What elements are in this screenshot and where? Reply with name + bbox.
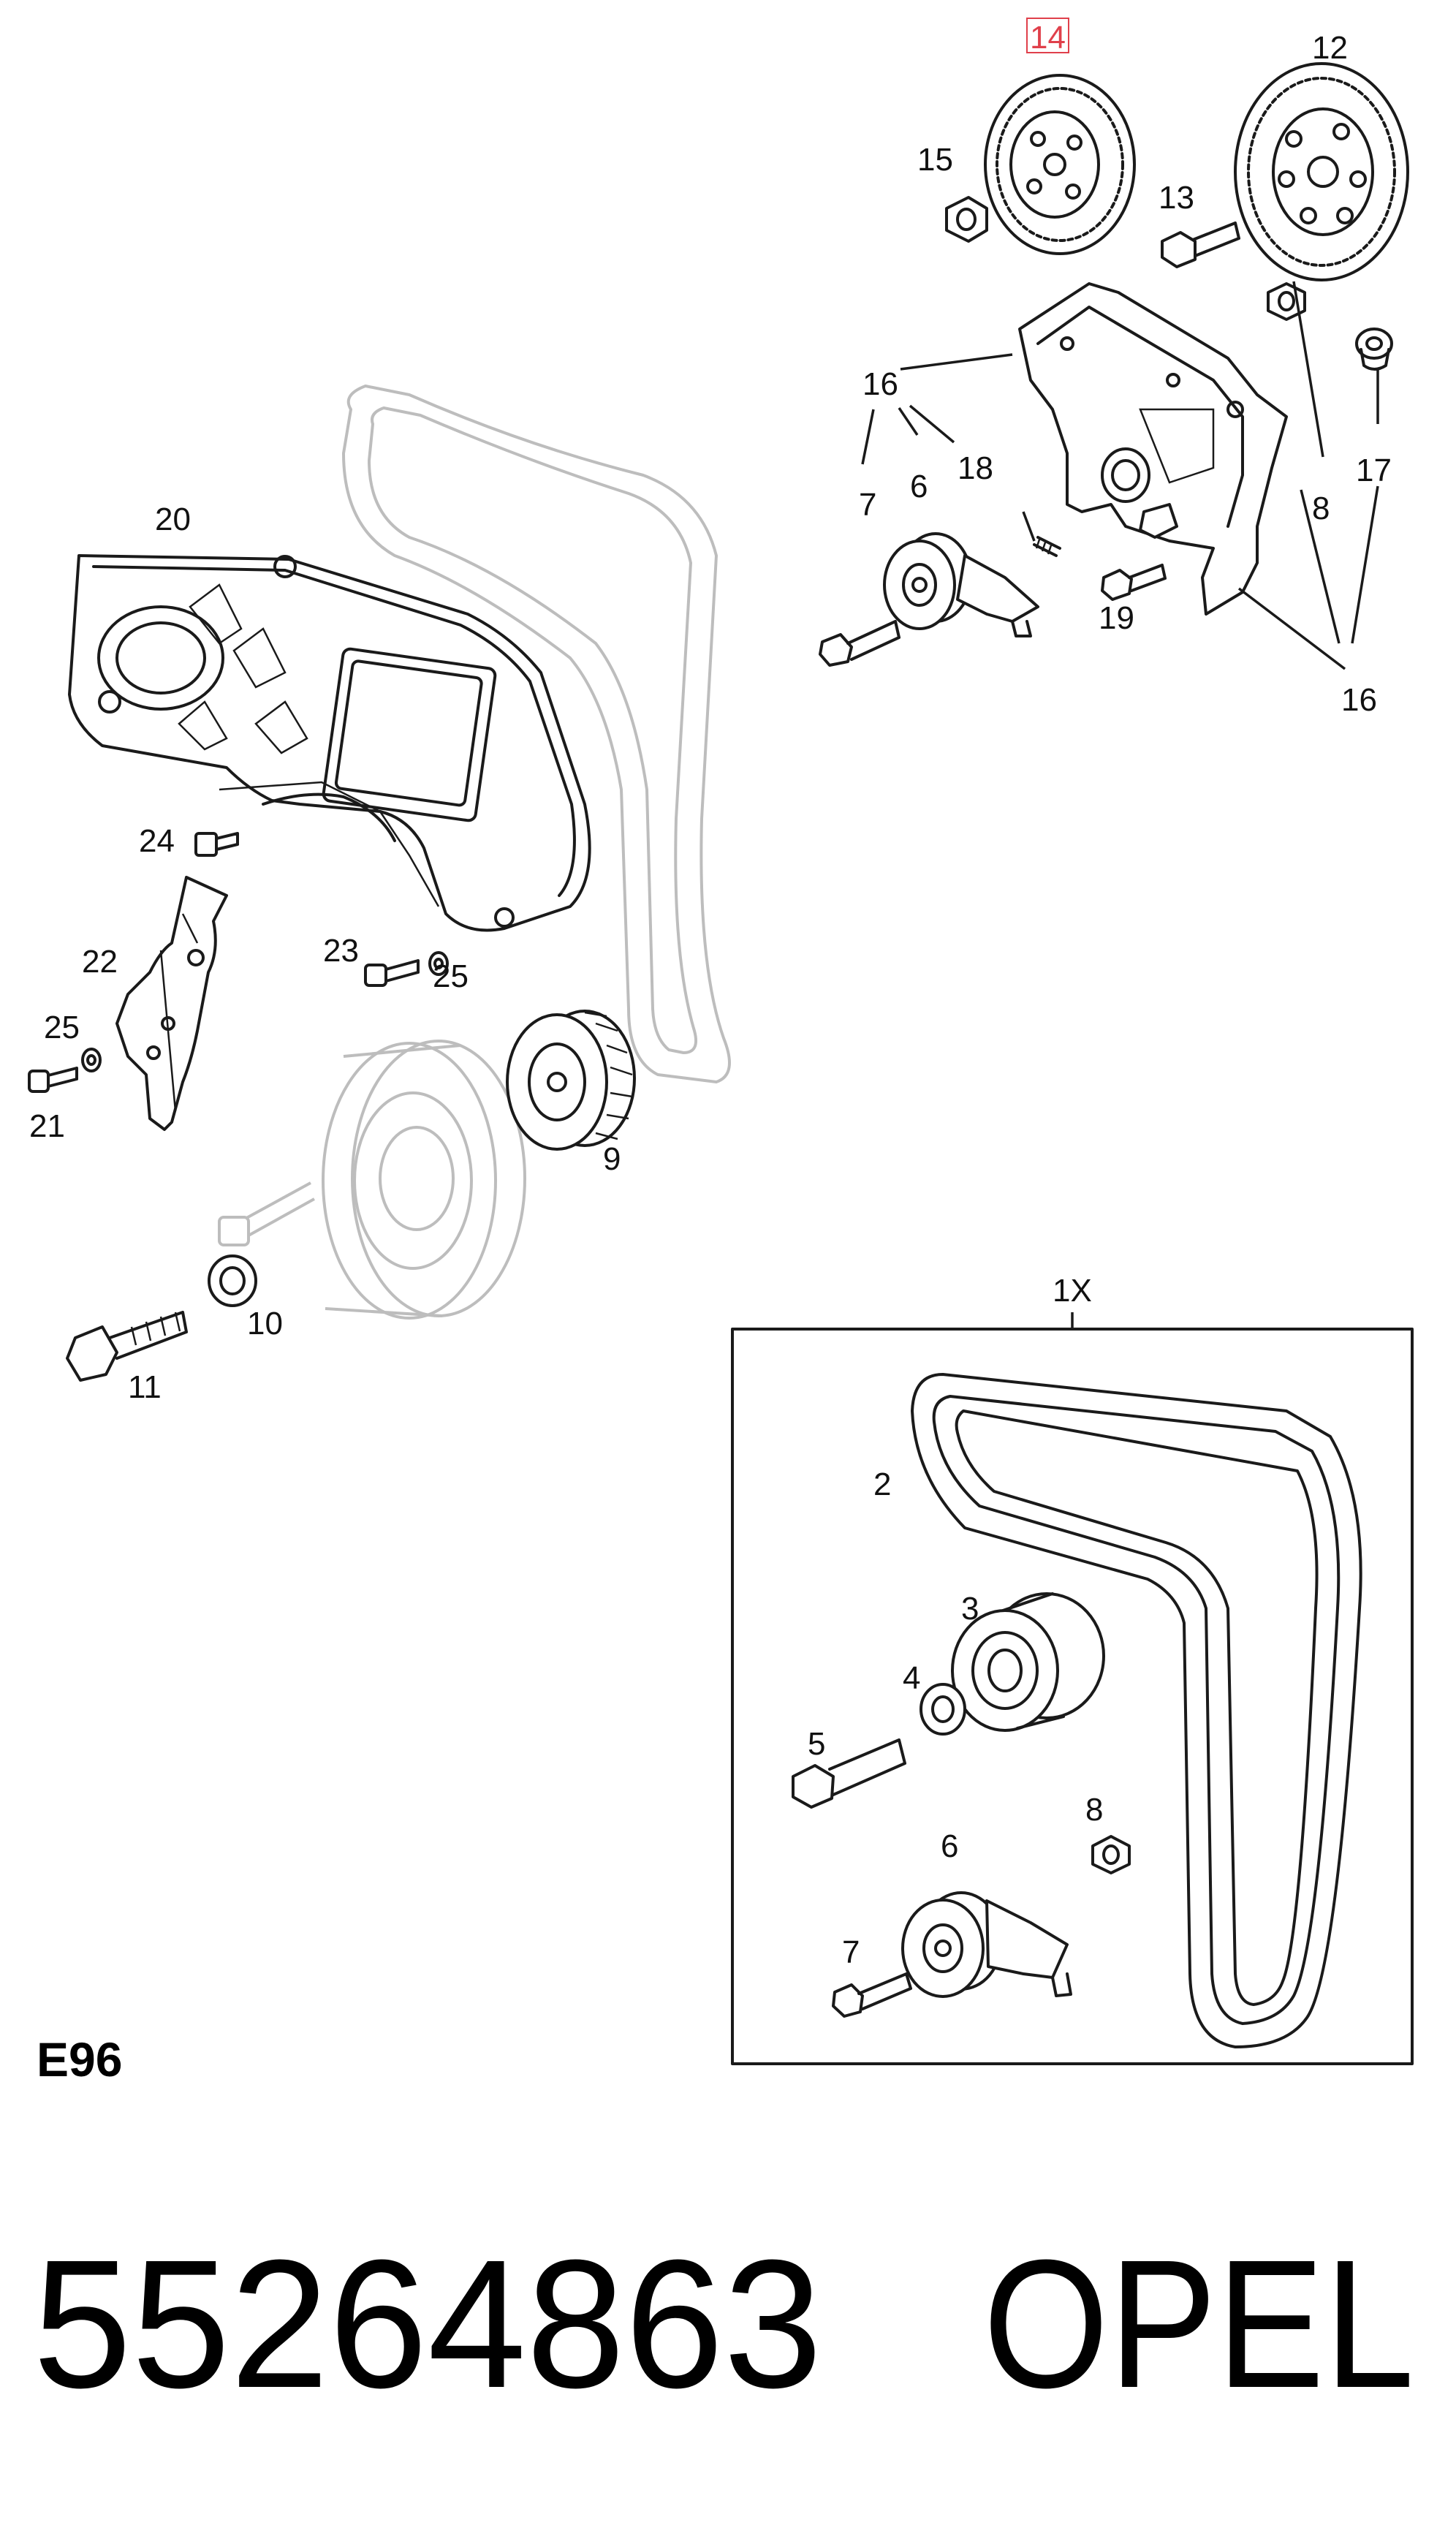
- callout-11: 11: [128, 1369, 162, 1405]
- brand-name: OPEL: [983, 2222, 1414, 2426]
- callout-25-right: 25: [433, 958, 469, 994]
- kit-label-1x: 1X: [1053, 1273, 1092, 1309]
- bolt-7-upper: [819, 620, 900, 667]
- screw-21: [28, 1067, 78, 1093]
- callout-13: 13: [1159, 180, 1194, 216]
- callout-20: 20: [155, 502, 191, 537]
- crankshaft-sprocket: [506, 1010, 636, 1151]
- callout-7-kit: 7: [842, 1934, 860, 1970]
- part-number: 55264863: [33, 2222, 822, 2426]
- highlight-box-14: [1026, 18, 1069, 53]
- crankshaft-bolt-11: [66, 1311, 188, 1382]
- callout-9: 9: [603, 1141, 621, 1177]
- screw-23: [364, 959, 420, 987]
- ghost-crankshaft-pulley: [322, 1040, 526, 1320]
- timing-belt-2: [911, 1373, 1362, 2048]
- bolt-5: [792, 1738, 906, 1809]
- leader-lines: [861, 281, 1379, 670]
- callout-6-upper: 6: [910, 469, 928, 504]
- tensioner-pulley-6-kit: [901, 1891, 1072, 1998]
- ghost-timing-belt: [342, 385, 731, 1083]
- washer-25-lower: [81, 1048, 102, 1072]
- washer-4: [920, 1683, 966, 1736]
- bracket: [115, 876, 228, 1131]
- screw-24: [194, 832, 239, 857]
- nut-15: [945, 196, 988, 243]
- callout-8-upper: 8: [1312, 491, 1330, 526]
- kit-box: [731, 1312, 1414, 2065]
- callout-6-kit: 6: [941, 1828, 958, 1864]
- ghost-bolt-10: [218, 1181, 315, 1246]
- callout-18: 18: [958, 450, 993, 486]
- callout-12: 12: [1312, 30, 1348, 66]
- callout-7-upper: 7: [859, 487, 876, 523]
- pin-18: [1033, 536, 1061, 557]
- timing-cover: [68, 554, 591, 932]
- diagram-code: E96: [37, 2032, 122, 2086]
- callout-2: 2: [873, 1466, 891, 1502]
- bolt-19: [1101, 564, 1167, 601]
- callout-16-upper: 16: [862, 366, 898, 402]
- rear-timing-bracket-16: [1018, 282, 1288, 616]
- callout-15: 15: [917, 142, 953, 178]
- callout-4: 4: [903, 1660, 920, 1696]
- tensioner-pulley-6-upper: [883, 532, 1039, 637]
- nut-8-kit: [1091, 1835, 1131, 1874]
- callout-14: 14: [1030, 20, 1066, 56]
- callout-23: 23: [323, 933, 359, 969]
- callout-24: 24: [139, 823, 175, 859]
- callout-labels: 14 12 15 13 16 18 6 7 17 8 19 16 20 24 2…: [29, 18, 1392, 1970]
- spacer-ring-10: [208, 1254, 257, 1307]
- camshaft-sprocket-12: [1234, 62, 1409, 281]
- callout-17: 17: [1356, 453, 1392, 488]
- camshaft-sprocket-14: [984, 74, 1136, 255]
- callout-19: 19: [1099, 600, 1134, 636]
- washer-25-upper: [428, 951, 449, 976]
- dowel-17: [1355, 328, 1393, 371]
- callout-16-lower: 16: [1341, 682, 1377, 718]
- callout-8-kit: 8: [1085, 1792, 1103, 1828]
- bolt-7-kit: [832, 1972, 912, 2018]
- idler-pulley-3: [951, 1592, 1105, 1732]
- callout-25-left: 25: [44, 1010, 80, 1045]
- callout-21: 21: [29, 1108, 65, 1144]
- callout-5: 5: [808, 1726, 825, 1762]
- bolt-13: [1161, 222, 1240, 268]
- callout-22: 22: [82, 944, 118, 980]
- callout-3: 3: [961, 1591, 979, 1627]
- callout-10: 10: [247, 1306, 283, 1341]
